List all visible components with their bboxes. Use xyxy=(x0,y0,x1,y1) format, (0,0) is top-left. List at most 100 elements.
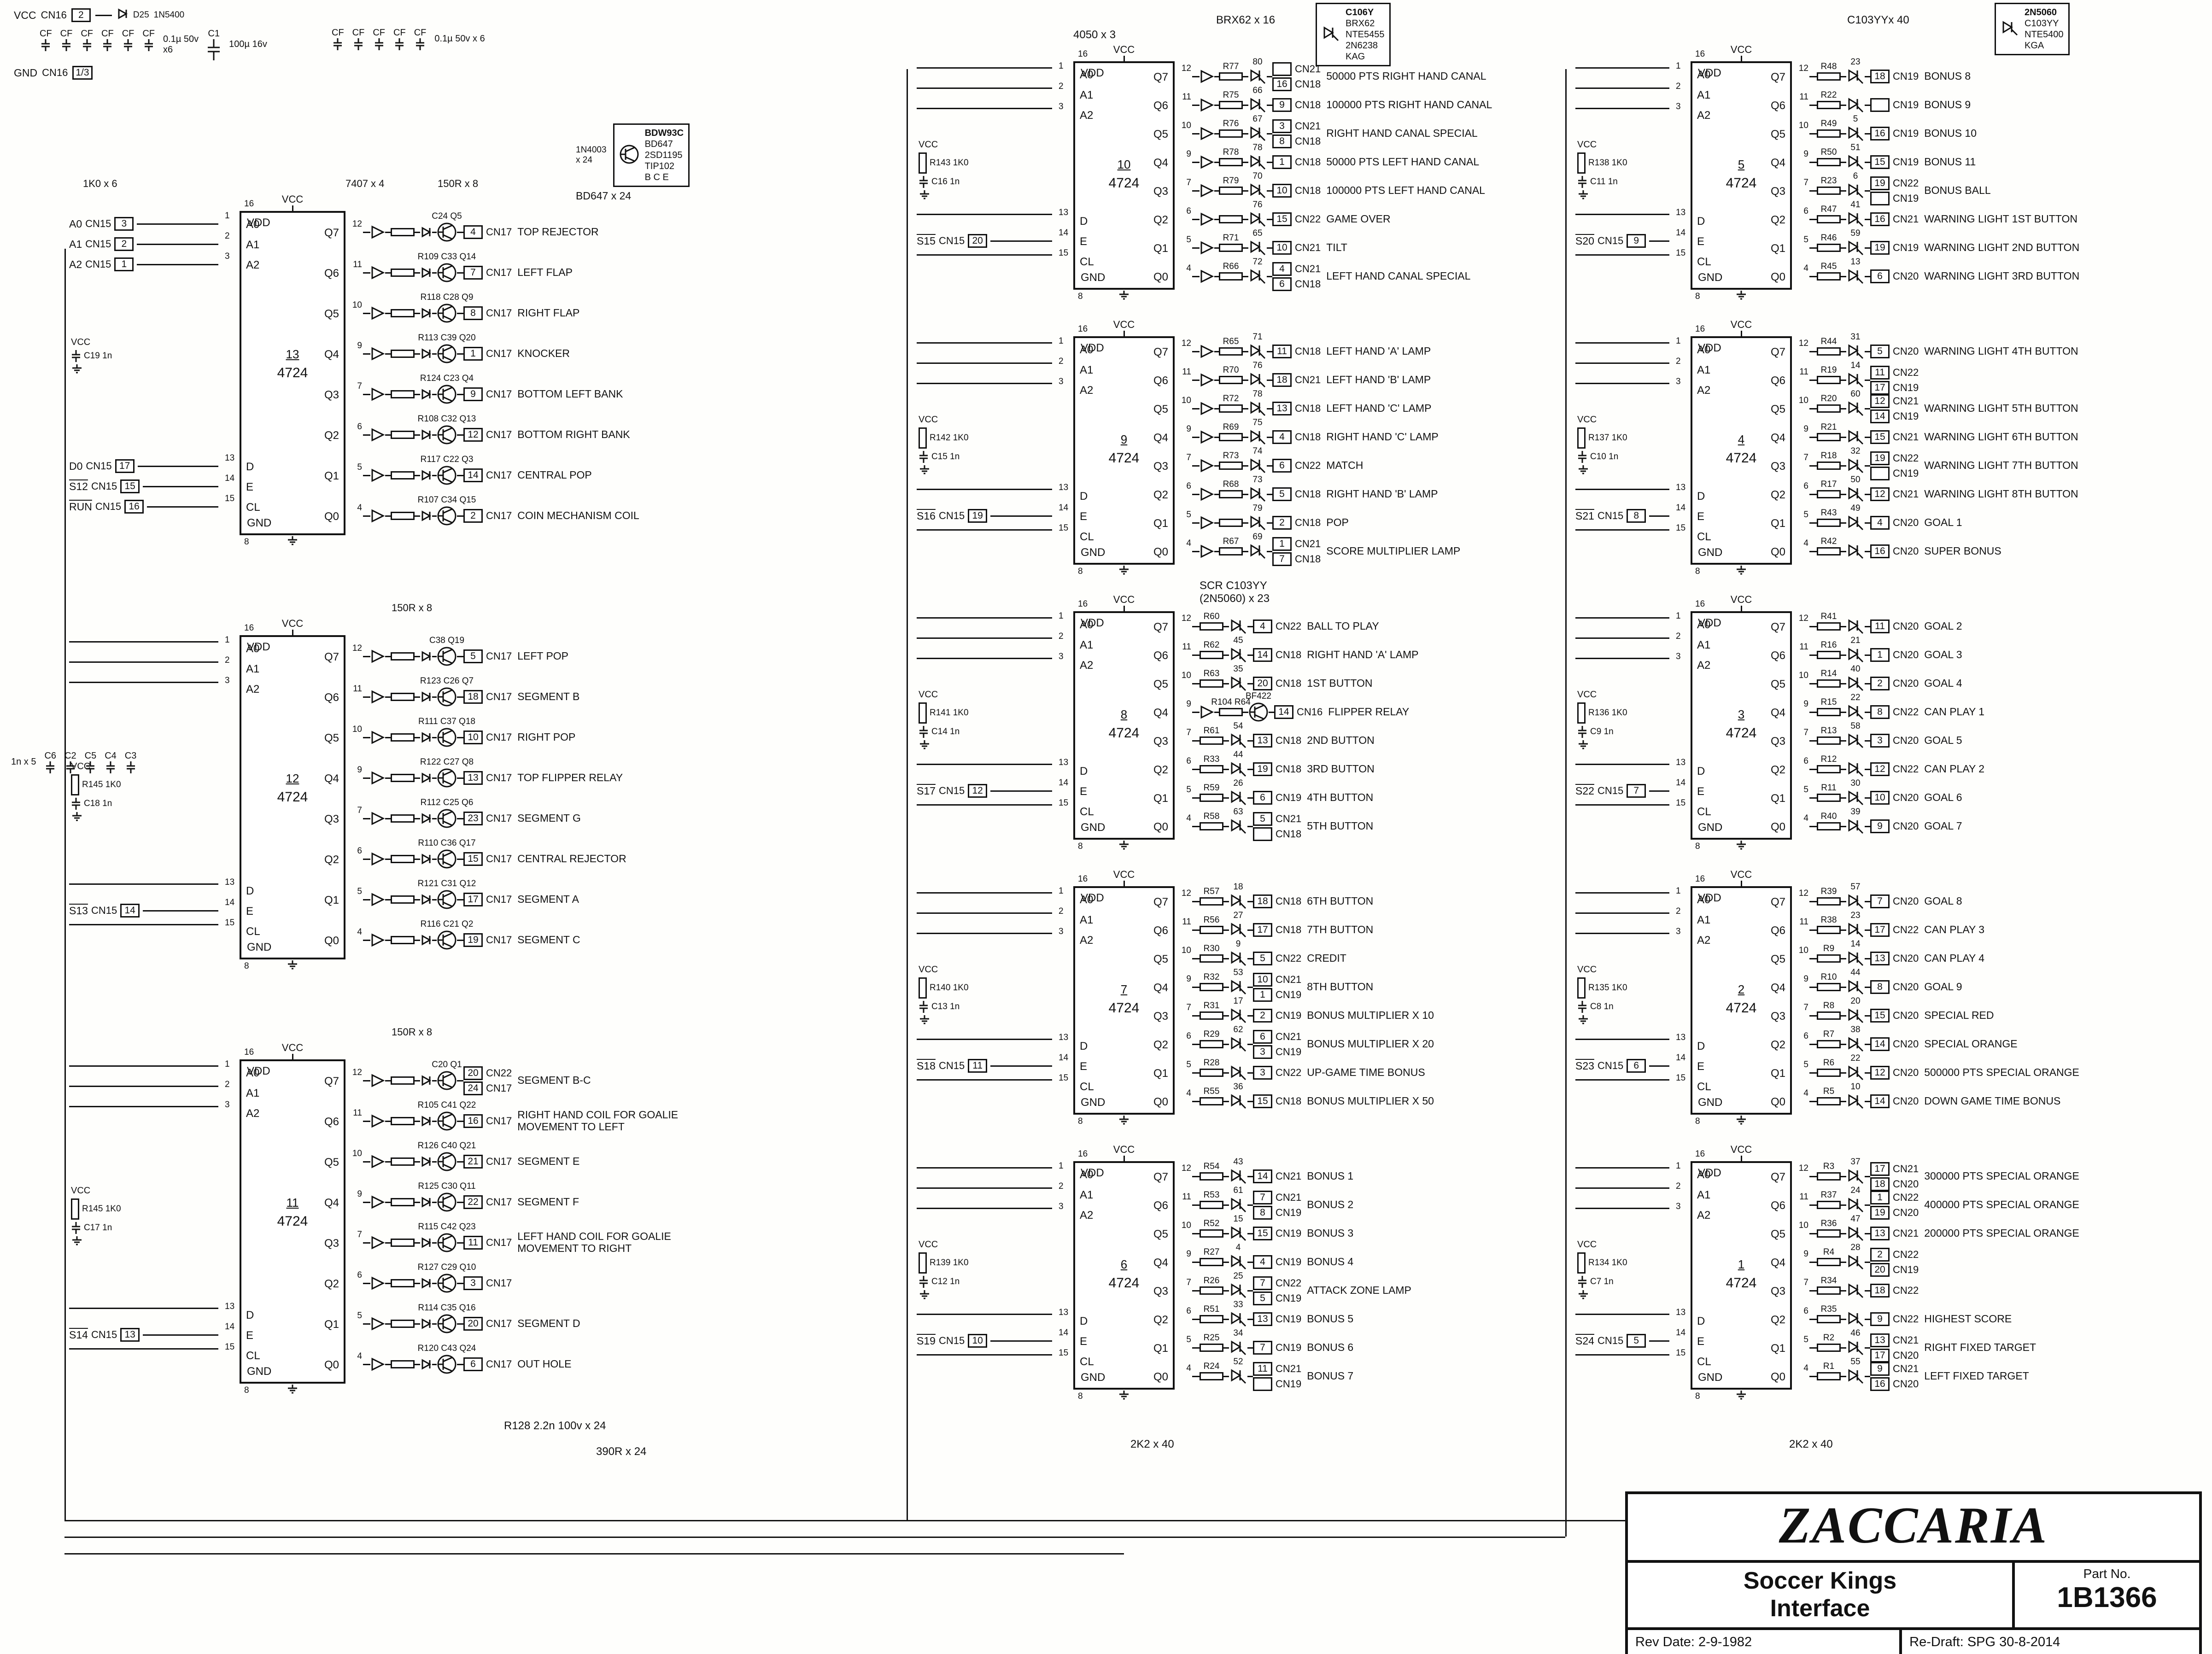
schematic-wire xyxy=(385,515,391,517)
component-ref: 49 xyxy=(1850,503,1861,513)
symbol-group: R75 xyxy=(1219,90,1243,109)
ic-pin-number: 5 xyxy=(1186,510,1191,520)
ic-pin-label: Q1 xyxy=(324,1318,339,1331)
symbol-group: R12 xyxy=(1817,754,1841,773)
schematic-wire xyxy=(1575,764,1669,765)
ic-pin-number: 1 xyxy=(1676,61,1681,71)
connector-pin: 1 xyxy=(1272,537,1292,551)
ic-pin-number: 3 xyxy=(1676,652,1681,661)
schematic-wire xyxy=(457,434,463,436)
schematic-wire xyxy=(1267,379,1272,381)
connector-pin: 1/3 xyxy=(72,66,93,80)
schematic-wire xyxy=(385,272,391,274)
schematic-wire xyxy=(137,223,218,225)
connector-pin: 11 xyxy=(1272,345,1292,358)
signal-label: S15 xyxy=(917,234,936,247)
component-ref: 32 xyxy=(1850,446,1861,456)
output-label: GOAL 5 xyxy=(1924,734,1962,747)
schematic-wire xyxy=(1809,768,1817,770)
connector-pin: 17 xyxy=(1870,380,1890,395)
network-note: 1K0 x 6 xyxy=(83,178,117,189)
gnd-icon xyxy=(1119,566,1129,575)
component-ref: R109 C33 Q14 xyxy=(417,252,476,262)
schematic-wire xyxy=(1865,1100,1870,1102)
schematic-wire xyxy=(385,736,391,738)
input-signal-row xyxy=(917,108,1052,109)
resistor-row: R140 1K0 xyxy=(919,977,969,999)
schematic-wire xyxy=(1841,351,1846,352)
symbol-group: R118 C28 Q9 xyxy=(421,292,473,323)
ic-pin-label: Q4 xyxy=(1770,157,1785,169)
connector-name: CN21 xyxy=(1276,973,1302,985)
capacitor-cell: C4 xyxy=(105,751,117,773)
schematic-wire xyxy=(1809,825,1817,827)
schematic-wire xyxy=(1192,1233,1200,1234)
schematic-wire xyxy=(1649,1340,1669,1342)
connector-name: CN22 xyxy=(1295,460,1321,471)
resistor-icon xyxy=(391,1239,415,1247)
schematic-wire xyxy=(415,1242,420,1244)
symbol-group: R104 R64 xyxy=(1211,697,1251,716)
symbol-group: 73 xyxy=(1248,475,1267,503)
symbol-group xyxy=(1846,1282,1865,1299)
capacitor-row: C9 1n xyxy=(1577,726,1614,738)
connector-name: CN15 xyxy=(91,480,117,492)
cap-icon xyxy=(1578,176,1586,188)
component-ref: R37 xyxy=(1820,1190,1837,1200)
schematic-wire xyxy=(143,485,218,487)
schematic-wire xyxy=(1192,190,1200,192)
component-ref: R123 C26 Q7 xyxy=(420,676,474,686)
ic-pin-label: Q6 xyxy=(1770,374,1785,387)
ic-pin-number: 5 xyxy=(1803,1060,1808,1070)
scr-icon xyxy=(1231,1255,1246,1270)
schematic-wire xyxy=(1247,768,1253,770)
ic-pin-label: A1 xyxy=(1080,914,1094,926)
ic-pin-label: Q6 xyxy=(1770,924,1785,937)
cap-icon xyxy=(72,798,80,810)
resistor-icon xyxy=(1200,1372,1223,1380)
schematic-wire xyxy=(1575,1208,1669,1209)
connector-name: CN18 xyxy=(1295,135,1321,147)
component-ref: 39 xyxy=(1850,807,1861,817)
symbol-group: R53 xyxy=(1200,1190,1223,1209)
gnd-symbol xyxy=(1735,291,1747,303)
signal-label: A2 xyxy=(69,258,82,270)
gnd-symbol xyxy=(287,1385,298,1397)
ic-pin-label: Q5 xyxy=(1770,953,1785,965)
connector-name: CN20 xyxy=(1893,981,1919,993)
value-note: 0.1µ 50v x6 xyxy=(163,34,199,55)
resistor-icon xyxy=(1200,736,1223,745)
input-signal-row xyxy=(69,1308,218,1309)
schematic-wire xyxy=(1809,1015,1817,1017)
symbol-group: R114 C35 Q16 xyxy=(418,1303,476,1334)
ic-pin-number: 2 xyxy=(1059,357,1064,366)
ic-pin-number: 6 xyxy=(1803,1031,1808,1041)
connector-name: CN20 xyxy=(1893,1178,1919,1190)
ic-pin-label: Q3 xyxy=(1770,735,1785,748)
connector-name: CN22 xyxy=(1276,620,1302,632)
ic-pin-number: 6 xyxy=(1186,1031,1191,1041)
ic-pin-label: Q4 xyxy=(1770,432,1785,444)
ic-pin-number: 16 xyxy=(1695,1149,1705,1159)
schematic-wire xyxy=(907,69,908,1520)
resistor-icon xyxy=(1577,1252,1586,1274)
symbol-group: R57 xyxy=(1200,887,1223,906)
destination-line: CN21 xyxy=(1272,62,1321,76)
ic-number: 6 xyxy=(1120,1257,1128,1271)
